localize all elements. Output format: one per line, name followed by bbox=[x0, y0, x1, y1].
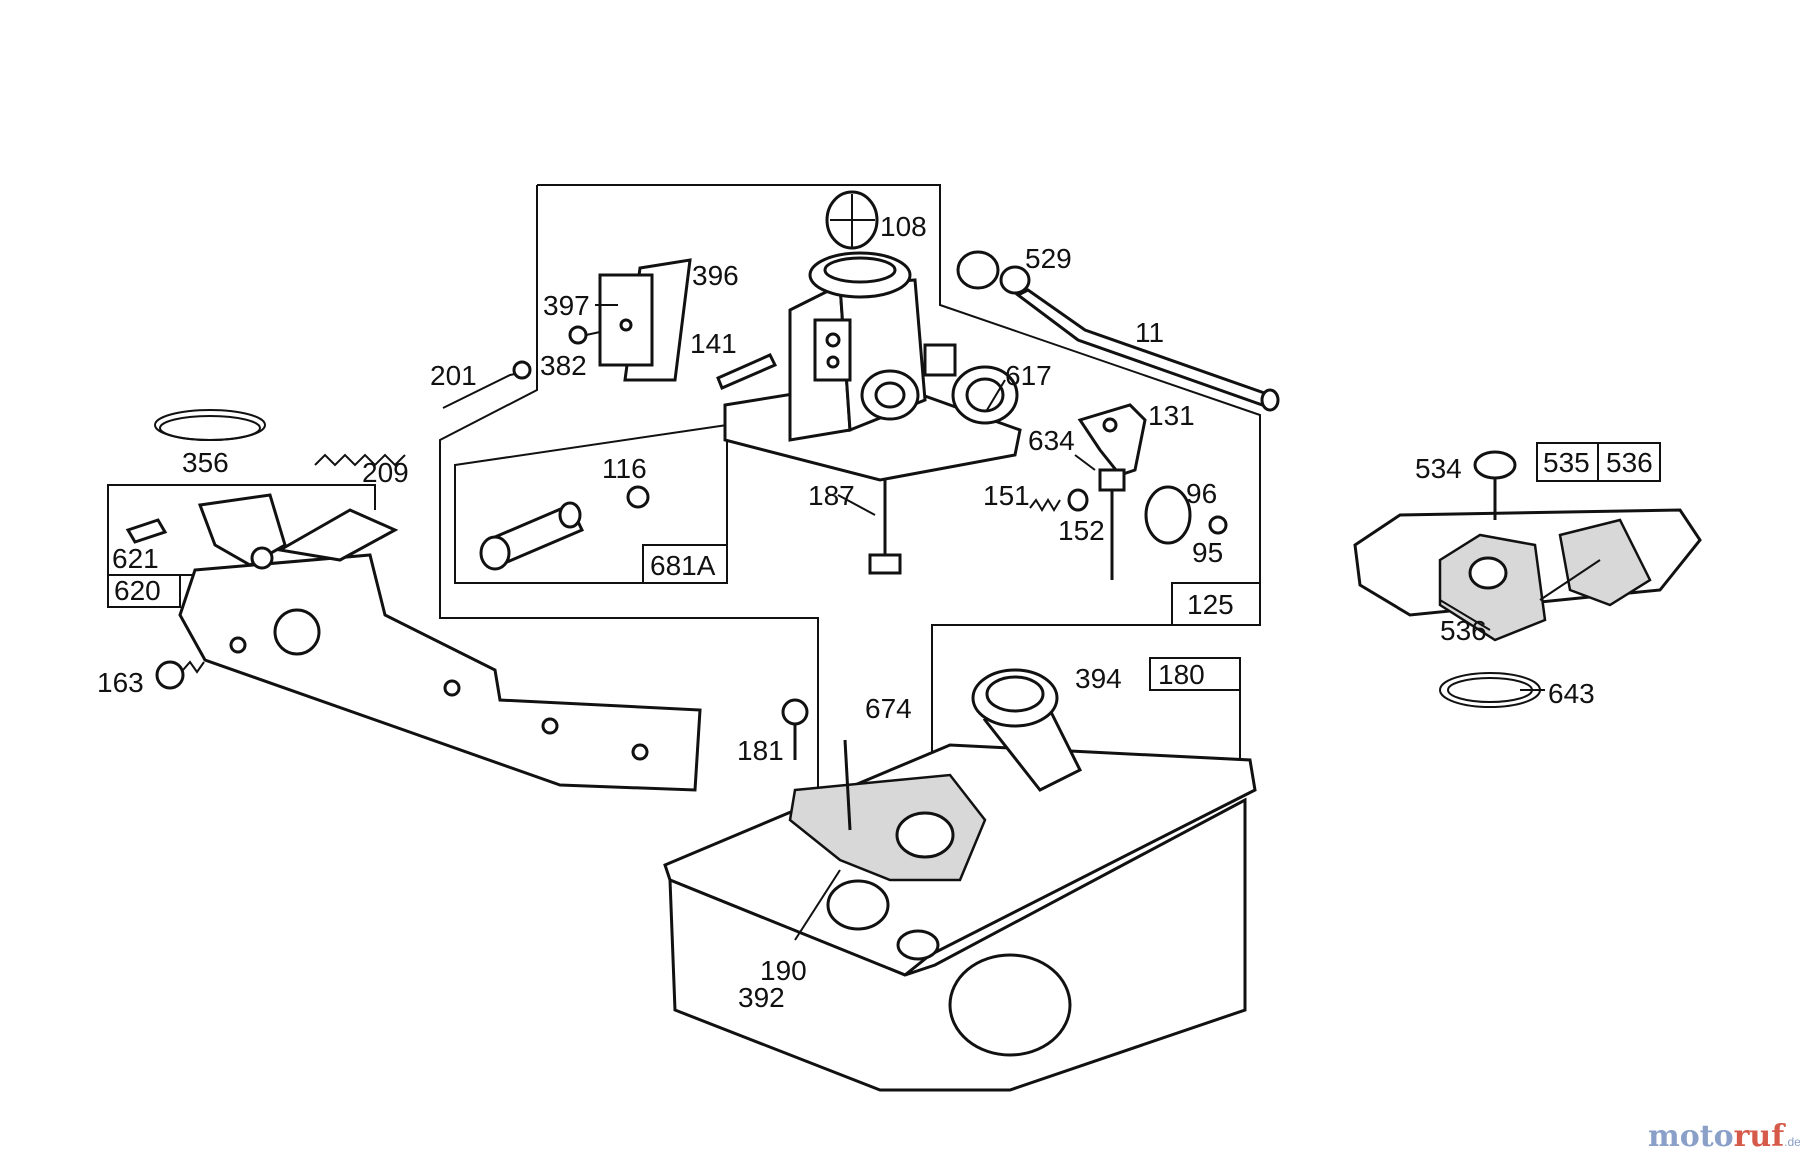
watermark-logo: motoruf.de bbox=[1648, 1119, 1800, 1154]
label-529: 529 bbox=[1025, 243, 1072, 274]
label-397: 397 bbox=[543, 290, 590, 321]
label-392: 190 bbox=[760, 955, 807, 986]
label-116: 116 bbox=[602, 453, 647, 484]
label-151: 151 bbox=[983, 480, 1030, 511]
label-131: 131 bbox=[1148, 400, 1195, 431]
label-396: 396 bbox=[692, 260, 739, 291]
label-95: 95 bbox=[1192, 537, 1223, 568]
box-label-180: 180 bbox=[1158, 659, 1205, 690]
nut-95 bbox=[1208, 515, 1228, 535]
fuel-pipe-11 bbox=[1015, 288, 1280, 412]
spring-151 bbox=[1029, 498, 1061, 512]
box-label-620: 620 bbox=[114, 575, 161, 606]
label-674: 163 bbox=[97, 667, 144, 698]
filler-neck-181 bbox=[971, 668, 1083, 792]
box-frame-681a bbox=[454, 424, 728, 584]
assembly-frame-125 bbox=[439, 184, 1261, 810]
washer-152 bbox=[1067, 488, 1089, 512]
label-190: 181 bbox=[737, 735, 784, 766]
svg-text:motoruf.de: motoruf.de bbox=[1648, 1119, 1800, 1154]
fuel-tank-small bbox=[1353, 508, 1702, 642]
label-96: 96 bbox=[1186, 478, 1217, 509]
bolt-187 bbox=[868, 480, 902, 575]
label-394: 674 bbox=[865, 693, 912, 724]
choke-valve-108 bbox=[825, 190, 879, 250]
box-frame-536 bbox=[1536, 442, 1661, 482]
needle-assembly-681a bbox=[479, 501, 585, 571]
box-label-125: 125 bbox=[1187, 589, 1234, 620]
gasket-116 bbox=[626, 485, 650, 509]
screw-190 bbox=[781, 698, 809, 760]
label-382: 382 bbox=[540, 350, 587, 381]
valve-643 bbox=[1468, 556, 1508, 590]
label-11: 11 bbox=[1135, 317, 1164, 348]
lever-621 bbox=[125, 493, 399, 570]
box-125-frame bbox=[1171, 582, 1261, 626]
pin-141 bbox=[716, 353, 778, 390]
label-356: 356 bbox=[182, 447, 229, 478]
needle-valve-634 bbox=[1098, 468, 1126, 580]
bracket-396 bbox=[598, 258, 692, 382]
watermark-suffix: .de bbox=[1784, 1135, 1800, 1149]
label-spring: 392 bbox=[738, 982, 785, 1013]
label-141: 141 bbox=[690, 328, 737, 359]
label-209: 209 bbox=[362, 457, 409, 488]
part-labels: 108 396 397 529 382 141 201 617 11 131 3… bbox=[97, 211, 1595, 1013]
box-labels: 681A 125 620 180 536 536 bbox=[114, 447, 1653, 690]
cap-534 bbox=[1473, 450, 1517, 520]
label-181: 394 bbox=[1075, 663, 1122, 694]
spring-356 bbox=[154, 409, 266, 441]
label-152: 152 bbox=[1058, 515, 1105, 546]
label-617: 617 bbox=[1005, 360, 1052, 391]
disc-96 bbox=[1144, 485, 1192, 545]
carburetor-body bbox=[723, 251, 1022, 482]
link-201 bbox=[442, 360, 532, 409]
spring-209 bbox=[314, 453, 406, 467]
label-634: 634 bbox=[1028, 425, 1075, 456]
box-label-536: 536 bbox=[1606, 447, 1653, 478]
screw-674 bbox=[155, 660, 205, 690]
watermark-part2: ruf bbox=[1734, 1119, 1787, 1154]
label-108: 108 bbox=[880, 211, 927, 242]
label-534: 534 bbox=[1415, 453, 1462, 484]
leader-lines bbox=[595, 304, 1601, 941]
gasket-394 bbox=[788, 739, 987, 882]
box-label-681a: 681A bbox=[650, 550, 716, 581]
label-163: 643 bbox=[1548, 678, 1595, 709]
box-frame-180 bbox=[1149, 657, 1241, 760]
elbow-529 bbox=[956, 250, 1031, 295]
watermark-part1: moto bbox=[1648, 1119, 1734, 1154]
throttle-lever-131 bbox=[1077, 403, 1147, 477]
label-621: 621 bbox=[112, 543, 159, 574]
label-201: 201 bbox=[430, 360, 477, 391]
control-plate-620 bbox=[178, 553, 702, 792]
screw-382 bbox=[568, 325, 601, 345]
label-643: 536 bbox=[1440, 615, 1487, 646]
label-187: 187 bbox=[808, 480, 855, 511]
label-535: 535 bbox=[1543, 447, 1590, 478]
